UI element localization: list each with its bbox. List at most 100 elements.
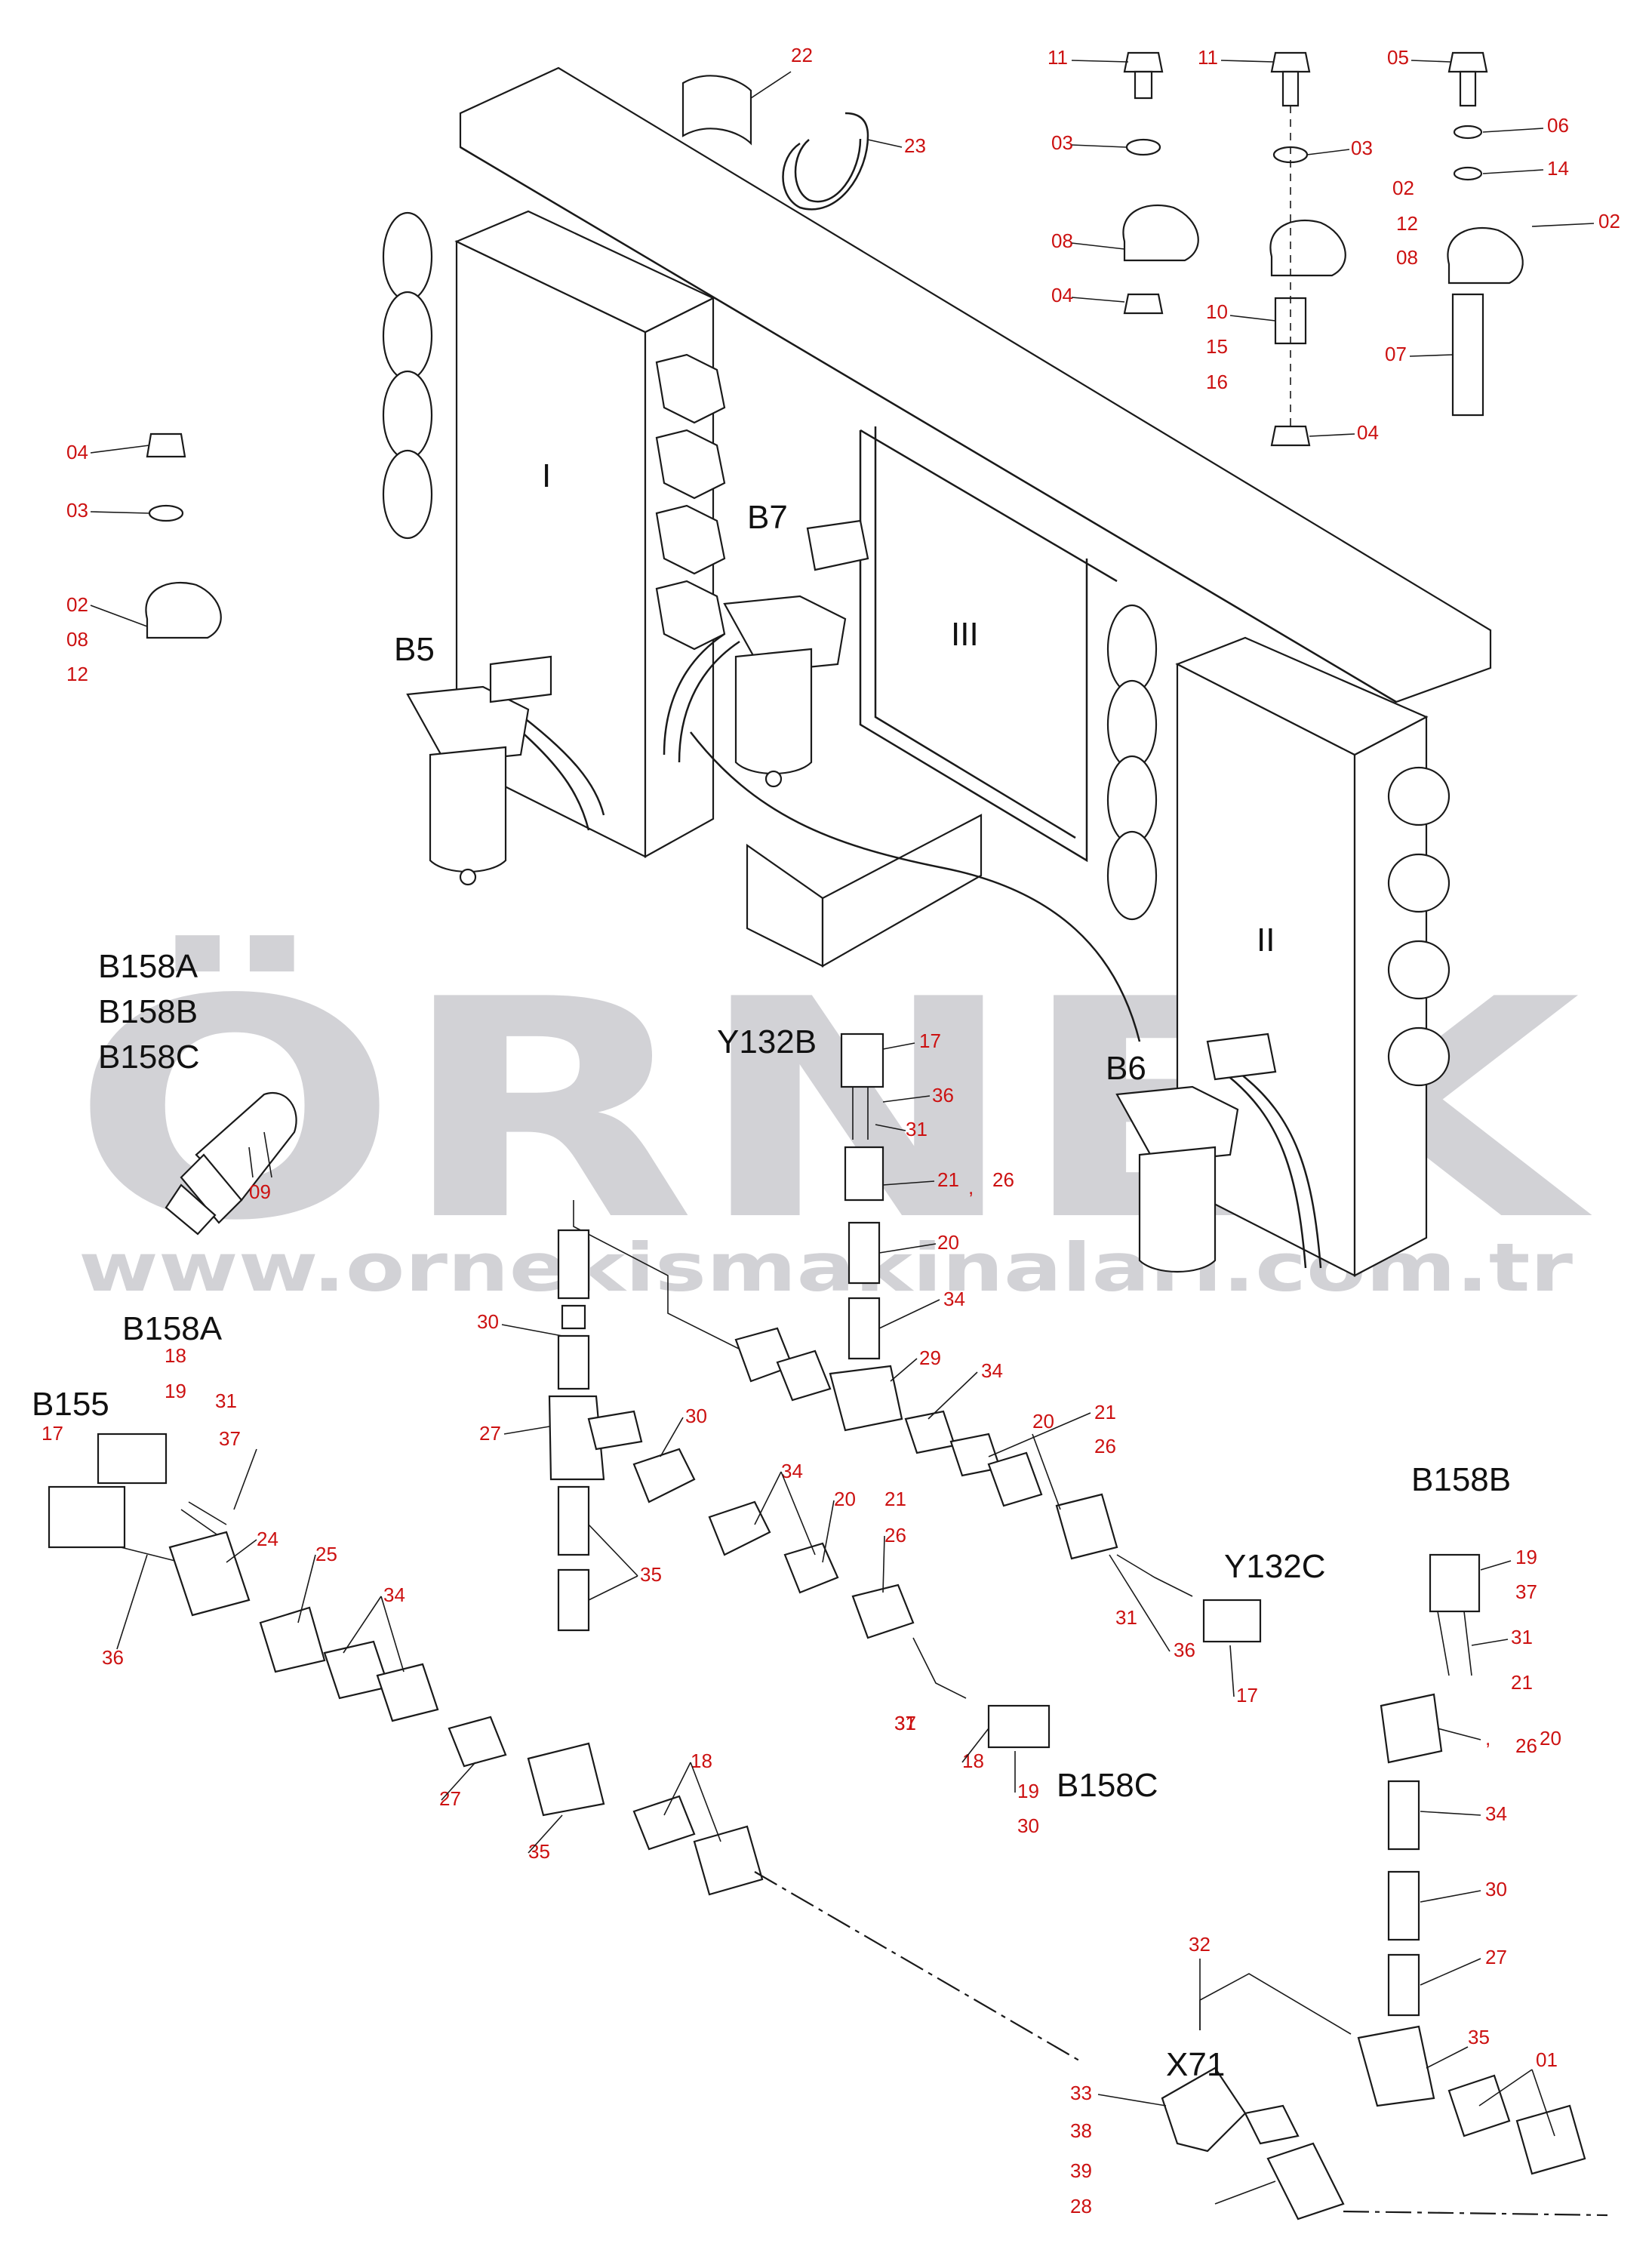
- callout: 31: [1511, 1626, 1533, 1648]
- filter-b6: [1115, 1033, 1277, 1273]
- callout: 26: [1094, 1435, 1116, 1457]
- callout: 25: [315, 1543, 337, 1565]
- callout: 18: [165, 1344, 186, 1367]
- block-ii-cylinders: [1106, 604, 1158, 921]
- callout: 37: [1515, 1580, 1537, 1603]
- callout: 19: [1515, 1546, 1537, 1568]
- label-b158b-top: B158B: [98, 993, 198, 1030]
- callout: 28: [1070, 2195, 1092, 2217]
- callout: 31: [215, 1390, 237, 1412]
- label-x71: X71: [1166, 2046, 1225, 2083]
- label-b158c: B158C: [1057, 1767, 1158, 1804]
- callout: 06: [1547, 114, 1569, 137]
- label-b158c-top: B158C: [98, 1039, 200, 1076]
- callout: 01: [1536, 2048, 1558, 2071]
- callout: 03: [1351, 137, 1373, 159]
- callout: 21: [937, 1168, 959, 1191]
- filter-b5: [406, 655, 552, 886]
- callout: 07: [1385, 343, 1407, 365]
- callout: 27: [479, 1422, 501, 1445]
- callout: 32: [1189, 1933, 1211, 1956]
- callout: 03: [1051, 131, 1073, 154]
- callout: 35: [528, 1840, 550, 1863]
- callout: 31: [1115, 1606, 1137, 1629]
- callout: 16: [1206, 371, 1228, 393]
- callout: 17: [1236, 1684, 1258, 1707]
- callout: 39: [1070, 2159, 1092, 2182]
- pressure-sensor: [165, 1092, 297, 1236]
- group-label-i: I: [542, 457, 551, 494]
- filter-b7: [723, 519, 869, 788]
- callout: 17: [42, 1422, 63, 1445]
- bolt-assembly-3: [1447, 51, 1524, 417]
- callout: 02: [1598, 210, 1620, 232]
- callout: 15: [1206, 335, 1228, 358]
- callout: 21: [1511, 1671, 1533, 1694]
- callout: 08: [1051, 229, 1073, 252]
- callout: 22: [791, 44, 813, 66]
- label-b155: B155: [32, 1386, 109, 1423]
- group-label-iii: III: [951, 616, 979, 653]
- label-b6: B6: [1106, 1050, 1146, 1087]
- callout: 04: [1357, 421, 1379, 444]
- leader-lines: [90, 60, 1595, 2205]
- callout: 20: [834, 1488, 856, 1510]
- callout: 26: [1515, 1734, 1537, 1757]
- block-i-plugs: [655, 353, 726, 651]
- callout: 31: [906, 1118, 928, 1140]
- callout: 08: [1396, 246, 1418, 269]
- label-y132b: Y132B: [717, 1023, 817, 1060]
- callout: 18: [962, 1750, 984, 1772]
- callouts: 22 23 11 03 08 04 11 03 12 08 10 15 16 0…: [42, 44, 1620, 2217]
- callout: ,: [1485, 1727, 1490, 1750]
- component-labels: B5 B6 B7 B158A B158B B158C Y132B Y132C B…: [32, 499, 1511, 2083]
- callout: ,: [968, 1176, 974, 1199]
- callout: 36: [102, 1646, 124, 1669]
- callout: 10: [1206, 300, 1228, 323]
- callout: 37: [894, 1712, 916, 1734]
- group-labels: I II III: [542, 457, 1275, 959]
- callout: 19: [1017, 1780, 1039, 1802]
- callout: 21: [1094, 1401, 1116, 1423]
- block-ii-plugs: [1387, 766, 1450, 1087]
- callout: 23: [904, 134, 926, 157]
- callout: 11: [1047, 46, 1068, 69]
- callout: 38: [1070, 2119, 1092, 2142]
- callout: 18: [691, 1750, 712, 1772]
- callout: 34: [981, 1359, 1003, 1382]
- callout: 12: [66, 663, 88, 685]
- clamp-hardware-top: [145, 51, 1524, 639]
- valve-block-assembly: [382, 66, 1492, 1277]
- callout: 37: [219, 1427, 241, 1450]
- callout: 24: [257, 1528, 278, 1550]
- label-y132c: Y132C: [1224, 1548, 1326, 1585]
- block-i-cylinders: [382, 211, 433, 540]
- callout: 30: [1485, 1878, 1507, 1900]
- callout: 17: [919, 1029, 941, 1052]
- callout: 34: [943, 1288, 965, 1310]
- callout: 19: [165, 1380, 186, 1402]
- callout: 03: [66, 499, 88, 522]
- callout: 20: [1540, 1727, 1561, 1750]
- label-b158a-top: B158A: [98, 948, 198, 985]
- label-b7: B7: [747, 499, 788, 536]
- callout: 12: [1396, 212, 1418, 235]
- callout: 35: [1468, 2026, 1490, 2048]
- bolt-assembly-1: [1122, 51, 1199, 315]
- callout: 05: [1387, 46, 1409, 69]
- label-b158a: B158A: [122, 1310, 223, 1347]
- callout: 30: [685, 1405, 707, 1427]
- callout: 04: [1051, 284, 1073, 306]
- label-b5: B5: [394, 631, 435, 668]
- label-b158b: B158B: [1411, 1461, 1511, 1498]
- callout: 20: [1032, 1410, 1054, 1433]
- callout: 04: [66, 441, 88, 463]
- callout: 34: [1485, 1802, 1507, 1825]
- callout: 30: [1017, 1814, 1039, 1837]
- callout: 02: [1392, 177, 1414, 199]
- group-label-ii: II: [1257, 922, 1275, 959]
- callout: 14: [1547, 157, 1569, 180]
- callout: 21: [884, 1488, 906, 1510]
- callout: 26: [884, 1524, 906, 1546]
